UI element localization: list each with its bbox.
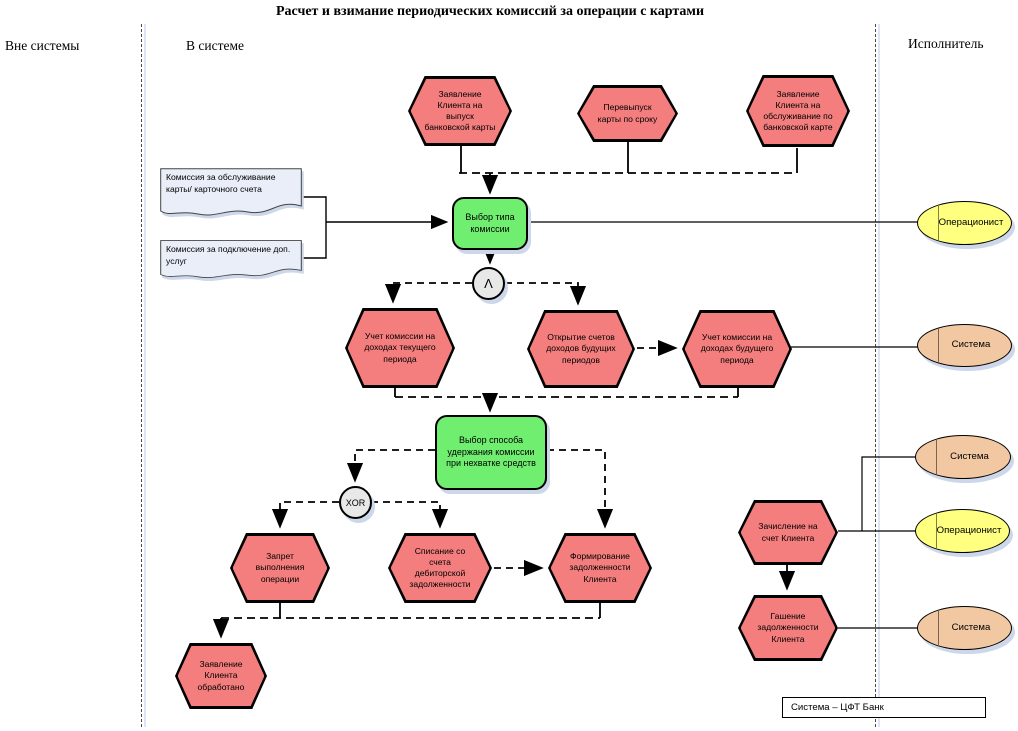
event-label: Гашение задолженности Клиента xyxy=(757,611,819,644)
event-label: Запрет выполнения операции xyxy=(255,551,305,584)
event-label: Списание со счета дебиторской задолженно… xyxy=(409,545,471,590)
event-label: Заявление Клиента на обслуживание по бан… xyxy=(763,88,833,133)
system-legend-label: Система – ЦФТ Банк xyxy=(791,702,884,713)
lane-header-executor: Исполнитель xyxy=(908,36,984,51)
function-select-method: Выбор способа удержания комиссии при нех… xyxy=(435,415,547,490)
event-label: Перевыпуск карты по сроку xyxy=(597,102,658,124)
role-operator-2: Операционист xyxy=(915,509,1010,553)
document-shape-icon xyxy=(160,168,302,216)
event-label: Формирование задолженности Клиента xyxy=(569,551,631,584)
role-label: Система xyxy=(951,339,991,351)
function-label: Выбор типа комиссии xyxy=(465,211,515,234)
role-operator-1: Операционист xyxy=(917,201,1012,245)
role-divider-line xyxy=(935,439,938,475)
role-system-3: Система xyxy=(917,606,1012,650)
lane-header-outside: Вне системы xyxy=(5,38,80,53)
xor-connector: XOR xyxy=(339,486,372,519)
lane-divider-left xyxy=(141,24,142,727)
event-label: Учет комиссии на доходах текущего период… xyxy=(364,331,436,364)
event-fee-future: Учет комиссии на доходах будущего период… xyxy=(682,310,792,388)
lane-divider-right xyxy=(875,24,876,727)
lane-divider-shadow xyxy=(144,24,146,727)
event-label: Заявление Клиента обработано xyxy=(197,659,245,692)
event-fee-current: Учет комиссии на доходах текущего период… xyxy=(345,308,455,388)
document-card-fee: Комиссия за обслуживание карты/ карточно… xyxy=(160,168,302,218)
role-divider-line xyxy=(935,513,937,549)
role-label: Операционист xyxy=(938,216,1004,228)
event-debt-repayment: Гашение задолженности Клиента xyxy=(738,595,838,661)
event-forbid-operation: Запрет выполнения операции xyxy=(230,533,330,603)
lane-divider-shadow xyxy=(878,24,880,727)
role-label: Система xyxy=(950,450,989,462)
event-debt-formation: Формирование задолженности Клиента xyxy=(548,533,652,603)
document-addon-fee: Комиссия за подключение доп. услуг xyxy=(160,240,302,280)
role-divider-line xyxy=(937,610,939,646)
diagram-title: Расчет и взимание периодических комиссий… xyxy=(275,4,705,19)
document-shape-icon xyxy=(160,240,302,278)
event-open-accounts: Открытие счетов доходов будущих периодов xyxy=(527,310,635,388)
function-label: Выбор способа удержания комиссии при нех… xyxy=(446,434,536,469)
system-legend-box: Система – ЦФТ Банк xyxy=(782,697,986,718)
role-divider-line xyxy=(937,205,939,241)
event-label: Учет комиссии на доходах будущего период… xyxy=(700,332,774,365)
role-label: Операционист xyxy=(936,524,1002,536)
event-request-service: Заявление Клиента на обслуживание по бан… xyxy=(746,75,850,147)
role-label: Система xyxy=(951,621,991,633)
and-connector-label: Λ xyxy=(484,276,493,291)
function-select-type: Выбор типа комиссии xyxy=(452,197,528,250)
and-connector: Λ xyxy=(472,267,505,300)
event-label: Заявление Клиента на выпуск банковской к… xyxy=(424,88,496,133)
document-label: Комиссия за обслуживание карты/ карточно… xyxy=(166,172,276,194)
event-writeoff-receivable: Списание со счета дебиторской задолженно… xyxy=(388,533,492,603)
lane-header-inside: В системе xyxy=(186,38,245,53)
event-reissue: Перевыпуск карты по сроку xyxy=(577,85,678,142)
event-request-processed: Заявление Клиента обработано xyxy=(175,643,267,709)
role-divider-line xyxy=(937,328,939,363)
event-label: Открытие счетов доходов будущих периодов xyxy=(546,332,616,365)
document-label: Комиссия за подключение доп. услуг xyxy=(166,244,291,266)
role-system-2: Система xyxy=(915,435,1011,479)
xor-connector-label: XOR xyxy=(345,497,366,508)
role-system-1: Система xyxy=(917,324,1012,367)
event-request-issue: Заявление Клиента на выпуск банковской к… xyxy=(408,76,512,146)
event-credit-account: Зачисление на счет Клиента xyxy=(738,500,838,565)
event-label: Зачисление на счет Клиента xyxy=(758,521,818,543)
